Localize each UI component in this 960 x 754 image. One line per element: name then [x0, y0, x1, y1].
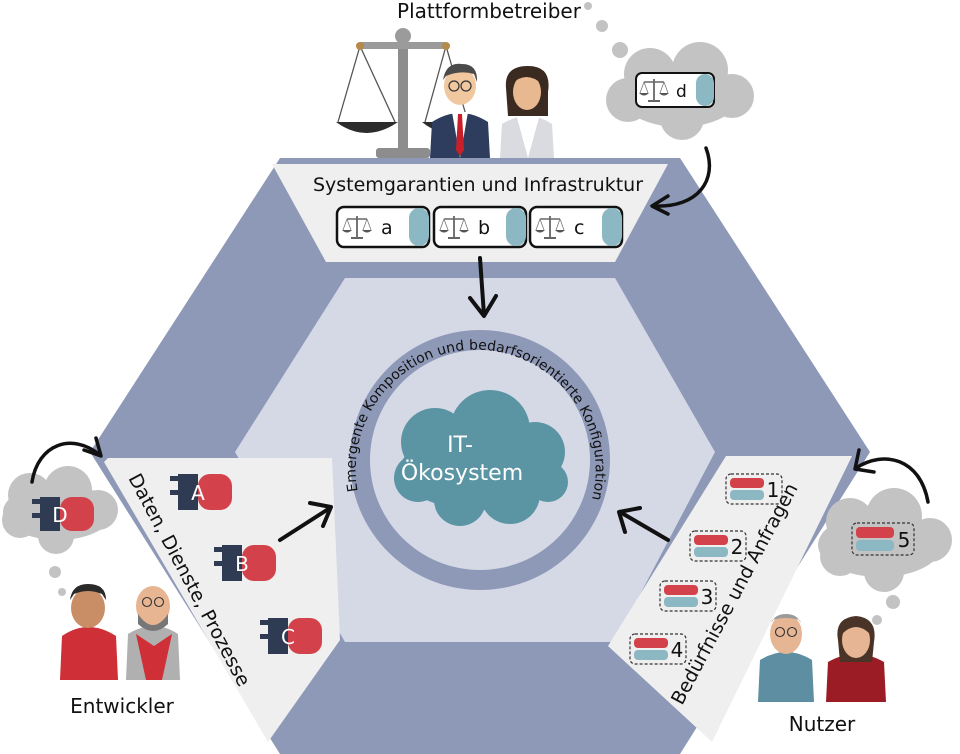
developer-avatar-2 — [126, 586, 180, 680]
component-label: D — [52, 503, 67, 527]
component-label: B — [235, 552, 249, 576]
user-man-avatar — [758, 614, 814, 702]
role-label-developers: Entwickler — [70, 694, 175, 718]
guarantee-label: a — [381, 217, 393, 239]
arrow-top-to-center — [468, 256, 498, 318]
component-D: D — [32, 497, 94, 531]
role-label-users: Nutzer — [789, 712, 856, 736]
thought-cloud-operators — [584, 2, 754, 140]
developer-avatar-1 — [60, 584, 118, 680]
cloud-label-line1: IT- — [447, 433, 473, 458]
it-ecosystem-cloud — [394, 390, 568, 526]
arrow-left-to-center — [278, 501, 333, 542]
arrow-cloud-to-top — [650, 146, 712, 216]
arrow-right-to-center — [617, 506, 670, 542]
operator-man-avatar — [430, 63, 490, 158]
request-label: 5 — [898, 528, 911, 552]
guarantee-pill-d: d — [635, 72, 715, 108]
request-label: 1 — [767, 478, 780, 502]
operator-woman-avatar — [500, 66, 554, 158]
guarantee-pill-c: c — [528, 205, 624, 249]
request-4: 4 — [629, 633, 687, 665]
top-panel-label: Systemgarantien und Infrastruktur — [313, 174, 643, 196]
request-label: 3 — [701, 585, 714, 609]
component-C: C — [260, 618, 322, 654]
role-label-operators: Plattformbetreiber — [397, 0, 582, 23]
guarantee-pill-a: a — [335, 205, 431, 249]
request-2: 2 — [689, 530, 747, 562]
component-label: C — [281, 625, 295, 649]
component-label: A — [191, 481, 205, 505]
guarantee-label: c — [574, 217, 584, 239]
request-label: 4 — [671, 638, 684, 662]
cloud-label-line2: Ökosystem — [401, 460, 523, 486]
request-label: 2 — [731, 535, 744, 559]
left-panel — [104, 458, 340, 742]
request-5: 5 — [851, 522, 915, 556]
arrow-cloud-to-left — [30, 436, 103, 484]
thought-cloud-users — [818, 488, 952, 625]
guarantee-label: d — [676, 82, 687, 102]
request-3: 3 — [659, 580, 717, 612]
user-woman-avatar — [826, 616, 886, 702]
guarantee-pill-b: b — [432, 205, 528, 249]
guarantee-label: b — [478, 217, 490, 239]
right-panel — [608, 456, 852, 742]
request-1: 1 — [725, 473, 783, 505]
component-B: B — [214, 545, 276, 581]
component-A: A — [170, 474, 232, 510]
arrow-cloud-to-right — [853, 448, 930, 504]
